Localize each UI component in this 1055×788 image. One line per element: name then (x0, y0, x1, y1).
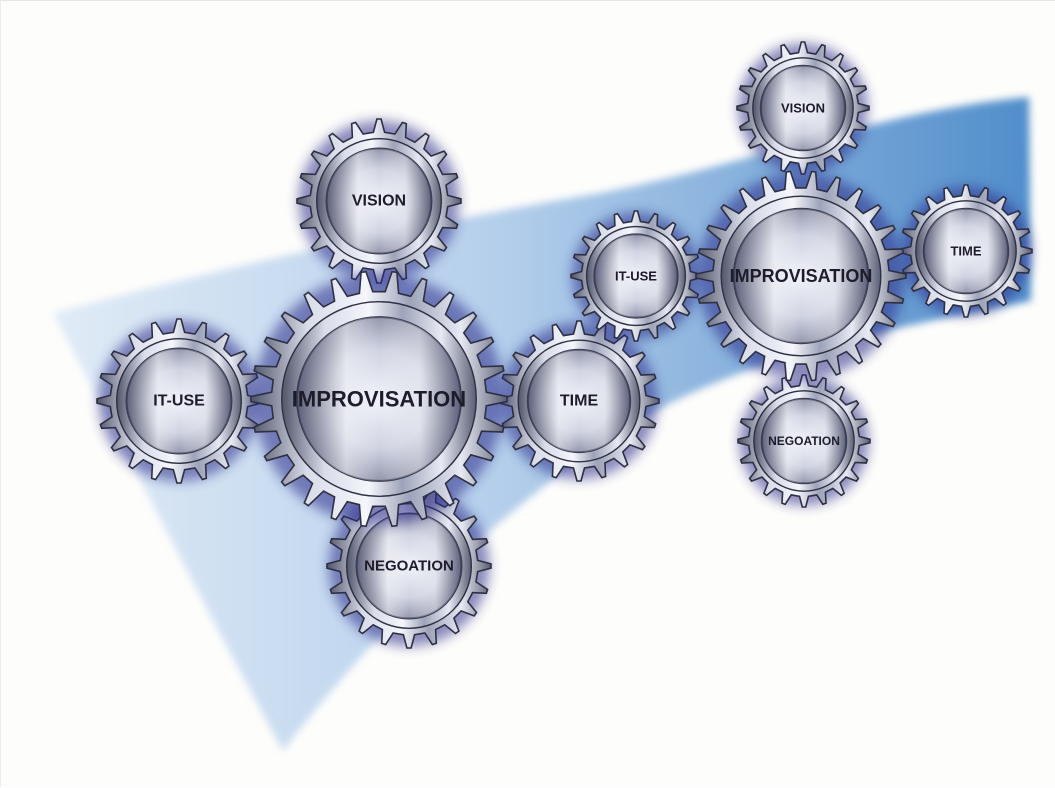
gear-it-use: IT-USE (96, 318, 262, 484)
gear-label-vision: VISION (781, 101, 825, 116)
gear-label-it-use: IT-USE (615, 269, 657, 284)
gear-label-improvisation: IMPROVISATION (292, 387, 466, 412)
gear-time: TIME (498, 320, 660, 482)
gear-label-negoation: NEGOATION (768, 434, 840, 448)
gear-hub-shine (594, 234, 678, 318)
gear-hub-shine (923, 208, 1009, 294)
gear-label-negoation: NEGOATION (364, 558, 454, 575)
gear-hub-shine (527, 349, 631, 453)
gear-time: TIME (899, 184, 1033, 318)
gear-hub-shine (356, 513, 462, 619)
gear-hub-shine (126, 348, 232, 454)
gear-negoation: NEGOATION (326, 483, 492, 649)
gear-it-use: IT-USE (570, 210, 702, 342)
gear-label-vision: VISION (352, 193, 406, 210)
gear-hub-shine (326, 148, 432, 254)
gear-vision: VISION (296, 118, 462, 284)
gear-hub-shine (733, 208, 869, 344)
gear-hub-shine (760, 65, 846, 151)
gear-improvisation: IMPROVISATION (695, 170, 907, 382)
gear-label-time: TIME (560, 393, 599, 410)
gear-label-time: TIME (950, 244, 981, 259)
gear-label-improvisation: IMPROVISATION (730, 266, 873, 286)
right-cluster: VISION IT-USE TIME NEGOATION IMPROVISATION (570, 41, 1033, 508)
gear-improvisation: IMPROVISATION (250, 270, 508, 528)
gear-hub-shine (297, 317, 461, 481)
gear-negoation: NEGOATION (737, 374, 871, 508)
gear-label-it-use: IT-USE (153, 393, 205, 410)
gear-vision: VISION (736, 41, 870, 175)
left-cluster: VISION IT-USE TIME NEGOATION IMPROVISATION (96, 118, 660, 649)
gear-hub-shine (761, 398, 847, 484)
